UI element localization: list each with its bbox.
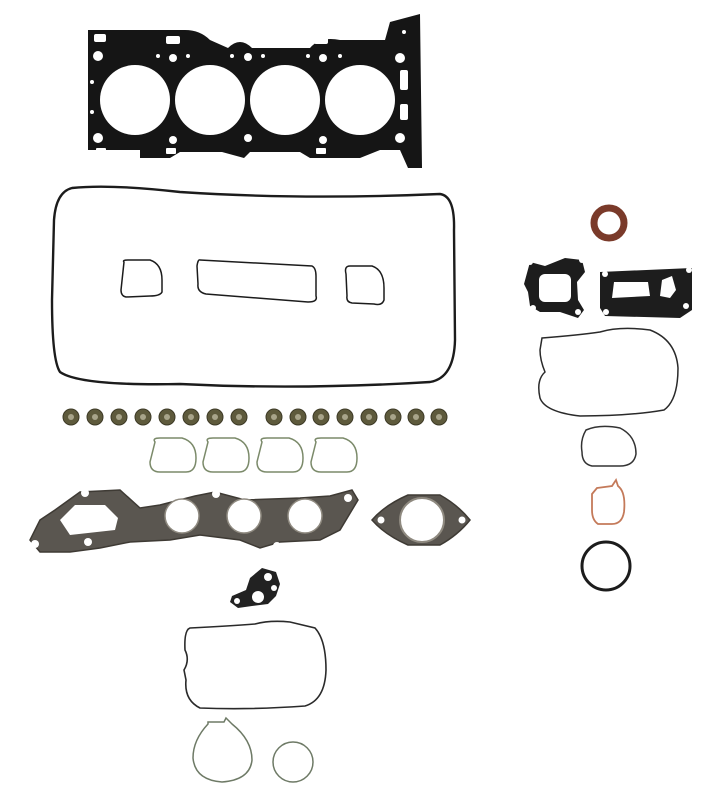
cylinder-head-gasket — [88, 14, 422, 168]
throttle-body-gasket — [192, 716, 253, 783]
round-o-ring — [272, 741, 314, 783]
exhaust-manifold-gasket — [29, 489, 359, 553]
rounded-gasket — [580, 425, 637, 467]
oil-pan-gasket — [538, 327, 679, 417]
crankshaft-seal — [590, 204, 628, 242]
valve-cover-gasket — [50, 185, 457, 388]
exhaust-flange-gasket — [371, 494, 471, 546]
timing-cover-gasket — [183, 620, 327, 710]
square-flange-gasket — [524, 257, 585, 318]
oil-filter-adapter-gasket — [600, 267, 692, 318]
large-o-ring — [580, 540, 632, 592]
valve-stem-seals — [62, 408, 448, 426]
intake-manifold-gaskets — [149, 437, 358, 473]
copper-rect-gasket — [591, 477, 626, 525]
small-plate-gasket — [230, 568, 280, 608]
